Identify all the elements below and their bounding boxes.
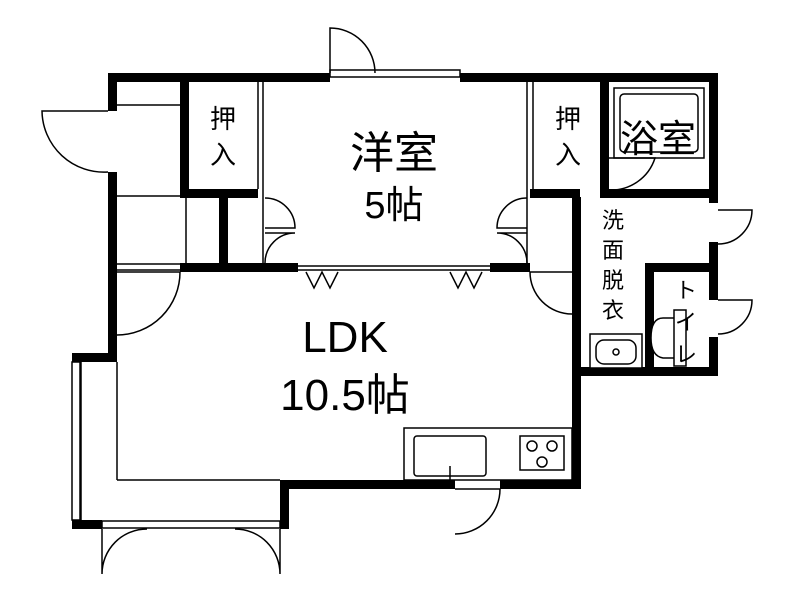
toilet-label-3: レ xyxy=(675,342,697,367)
ldk-room-size: 10.5帖 xyxy=(280,371,410,420)
doors xyxy=(41,27,753,575)
left-closet-label-top: 押 xyxy=(210,104,236,134)
thin-lines xyxy=(71,69,705,529)
washroom-label-1: 洗 xyxy=(602,208,624,233)
washroom-label-2: 面 xyxy=(602,238,624,263)
room-labels: 洋室 5帖 LDK 10.5帖 浴室 押 入 押 入 洗 面 脱 衣 ト イ レ xyxy=(210,104,697,420)
ldk-room-name: LDK xyxy=(302,313,388,362)
washroom-label-4: 衣 xyxy=(602,298,624,323)
toilet-label-2: イ xyxy=(675,310,697,335)
washroom-label-3: 脱 xyxy=(602,268,624,293)
right-closet-label-bottom: 入 xyxy=(555,140,581,170)
western-room-name: 洋室 xyxy=(350,129,438,178)
toilet-label-1: ト xyxy=(675,278,697,303)
western-room-size: 5帖 xyxy=(364,185,423,227)
walls xyxy=(72,73,718,529)
left-closet-label-bottom: 入 xyxy=(210,140,236,170)
right-closet-label-top: 押 xyxy=(555,104,581,134)
bath-room-name: 浴室 xyxy=(620,119,696,161)
